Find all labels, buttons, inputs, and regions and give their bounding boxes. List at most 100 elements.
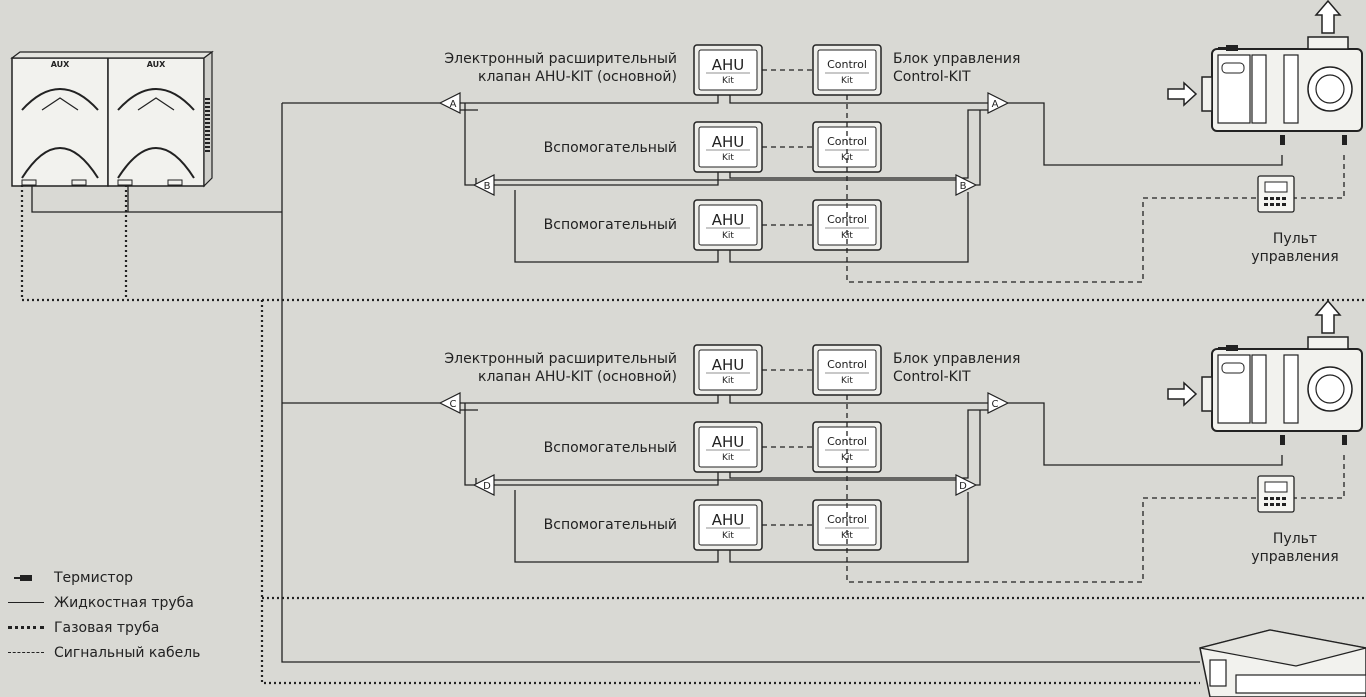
remote-controller — [1257, 175, 1295, 213]
vent-slot — [205, 110, 210, 112]
ahu-coil-detail — [1221, 362, 1245, 374]
ducted-indoor-unit — [1199, 629, 1366, 697]
fan-icon-inner — [1315, 74, 1345, 104]
remote-button — [1276, 197, 1280, 200]
fan-guard-bottom — [21, 147, 99, 179]
liquid-pipe — [729, 192, 969, 263]
remote-label: управления — [1251, 249, 1338, 265]
liquid-pipe — [514, 190, 719, 263]
vent-slot — [205, 126, 210, 128]
ahu-filter — [1283, 354, 1299, 424]
fan-guard-detail — [41, 97, 79, 111]
branch-letter: B — [960, 181, 967, 192]
branch-joint — [472, 474, 495, 496]
vent-slot — [205, 122, 210, 124]
ahu-coil — [1217, 354, 1251, 424]
liquid-pipe — [514, 490, 719, 563]
liquid-pipe — [729, 395, 988, 404]
kit-label-top: Control — [827, 358, 867, 371]
legend-item-liquid-pipe: Жидкостная труба — [8, 595, 194, 611]
remote-label: Пульт — [1273, 531, 1317, 547]
vent-slot — [205, 150, 210, 152]
ahu-outlet — [1307, 336, 1349, 350]
gas-pipe-main — [20, 185, 1366, 302]
ahu-inlet — [1201, 76, 1213, 112]
branch-joint — [438, 392, 461, 414]
service-valve — [21, 179, 37, 186]
kit-label-top: AHU — [712, 211, 745, 229]
kit-box-inner — [698, 204, 758, 246]
thermistor-icon — [1280, 135, 1285, 145]
branch-joint — [438, 92, 461, 114]
liquid-pipe — [976, 410, 981, 486]
remote-button — [1264, 203, 1268, 206]
kit-label-bottom: Kit — [722, 453, 734, 463]
ahu-coil — [1217, 54, 1251, 124]
vent-slot — [205, 98, 210, 100]
remote-button — [1264, 497, 1268, 500]
remote-button — [1276, 497, 1280, 500]
outdoor-unit-module — [11, 57, 109, 187]
liquid-pipe — [464, 103, 474, 186]
thermistor-icon — [8, 573, 46, 583]
service-valve — [167, 179, 183, 186]
remote-button — [1276, 503, 1280, 506]
kit-label-bottom: Kit — [841, 531, 853, 541]
duct-top — [1199, 629, 1366, 667]
arrow-right-icon — [1167, 381, 1198, 407]
thermistor-icon — [1226, 45, 1238, 51]
kit-box-inner — [698, 504, 758, 546]
branch-joint — [955, 474, 978, 496]
brand-logo: AUX — [147, 60, 166, 69]
remote-button — [1264, 503, 1268, 506]
duct-electrical-box — [1209, 659, 1227, 687]
legend-label: Жидкостная труба — [54, 595, 194, 611]
vent-slot — [205, 134, 210, 136]
fan-guard-detail — [137, 97, 175, 111]
thermistor-icon — [1342, 135, 1347, 145]
main-kit-label: Электронный расширительный — [444, 51, 677, 67]
fan-icon — [1307, 66, 1353, 112]
kit-box-inner — [817, 349, 877, 391]
branch-letter: D — [483, 481, 491, 492]
vent-slot — [205, 130, 210, 132]
ahu-inlet — [1201, 376, 1213, 412]
branch-joint — [472, 174, 495, 196]
dashed-line-icon — [8, 648, 46, 658]
kit-box-inner — [817, 49, 877, 91]
remote-label: Пульт — [1273, 231, 1317, 247]
arrow-up-icon — [1314, 0, 1342, 34]
liquid-pipe — [729, 109, 988, 179]
remote-label: управления — [1251, 549, 1338, 565]
aux-kit-label: Вспомогательный — [544, 140, 677, 156]
kit-label-top: Control — [827, 513, 867, 526]
remote-button — [1270, 203, 1274, 206]
main-kit-label: клапан AHU-KIT (основной) — [478, 69, 677, 85]
main-kit-label: Электронный расширительный — [444, 351, 677, 367]
remote-button — [1276, 203, 1280, 206]
kit-label-top: Control — [827, 58, 867, 71]
ahu-filter — [1251, 54, 1267, 124]
legend-label: Сигнальный кабель — [54, 645, 201, 661]
thermistor-icon — [1342, 435, 1347, 445]
control-kit-label: Блок управления — [893, 51, 1020, 67]
kit-label-bottom: Kit — [722, 531, 734, 541]
branch-letter: C — [992, 399, 999, 410]
kit-box-inner — [698, 349, 758, 391]
control-kit-label: Control-KIT — [893, 369, 971, 385]
remote-button — [1270, 197, 1274, 200]
liquid-pipe — [729, 409, 988, 479]
liquid-pipe — [492, 172, 719, 186]
branch-letter: D — [959, 481, 967, 492]
aux-kit-label: Вспомогательный — [544, 440, 677, 456]
branch-joint — [955, 174, 978, 196]
outdoor-unit-top — [10, 51, 214, 59]
fan-guard-bottom — [117, 147, 195, 179]
kit-box-inner — [698, 49, 758, 91]
liquid-pipe — [729, 95, 988, 104]
remote-button — [1270, 497, 1274, 500]
